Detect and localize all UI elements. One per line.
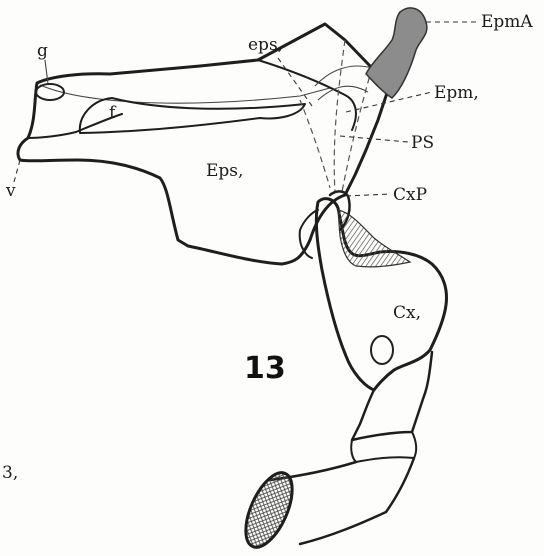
figure-number: 13: [244, 351, 286, 386]
label-PS: PS: [411, 133, 434, 153]
label-eps1: eps,: [248, 35, 283, 55]
epimeral-apodeme-EpmA: [366, 8, 427, 98]
femur-distal-opening: [236, 466, 301, 554]
label-Eps1: Eps,: [206, 161, 243, 181]
leader-PS: [340, 136, 408, 142]
eps-suture: [300, 100, 330, 188]
pleural-suture-PS: [334, 40, 345, 192]
coxa-outline: [316, 199, 446, 390]
anterior-process-v: [28, 114, 122, 138]
episternum-inner-ridge: [40, 85, 330, 103]
label-CxP: CxP: [393, 185, 427, 205]
coxal-socket: [371, 336, 393, 364]
leader-CxP: [346, 194, 390, 196]
leader-eps1: [278, 58, 312, 106]
label-EpmA: EpmA: [481, 12, 533, 32]
leader-v: [14, 160, 20, 182]
trochanter: [352, 352, 432, 440]
margin-mark: 3,: [2, 463, 18, 483]
label-f: f: [109, 103, 117, 123]
coxal-cavity-hatch: [338, 210, 410, 267]
label-Cx1: Cx,: [393, 303, 421, 323]
trochanter-joint: [351, 432, 416, 462]
label-g: g: [37, 41, 48, 61]
label-v: v: [5, 181, 16, 201]
episternum-outline: [18, 24, 388, 264]
label-Epm1: Epm,: [434, 83, 479, 103]
